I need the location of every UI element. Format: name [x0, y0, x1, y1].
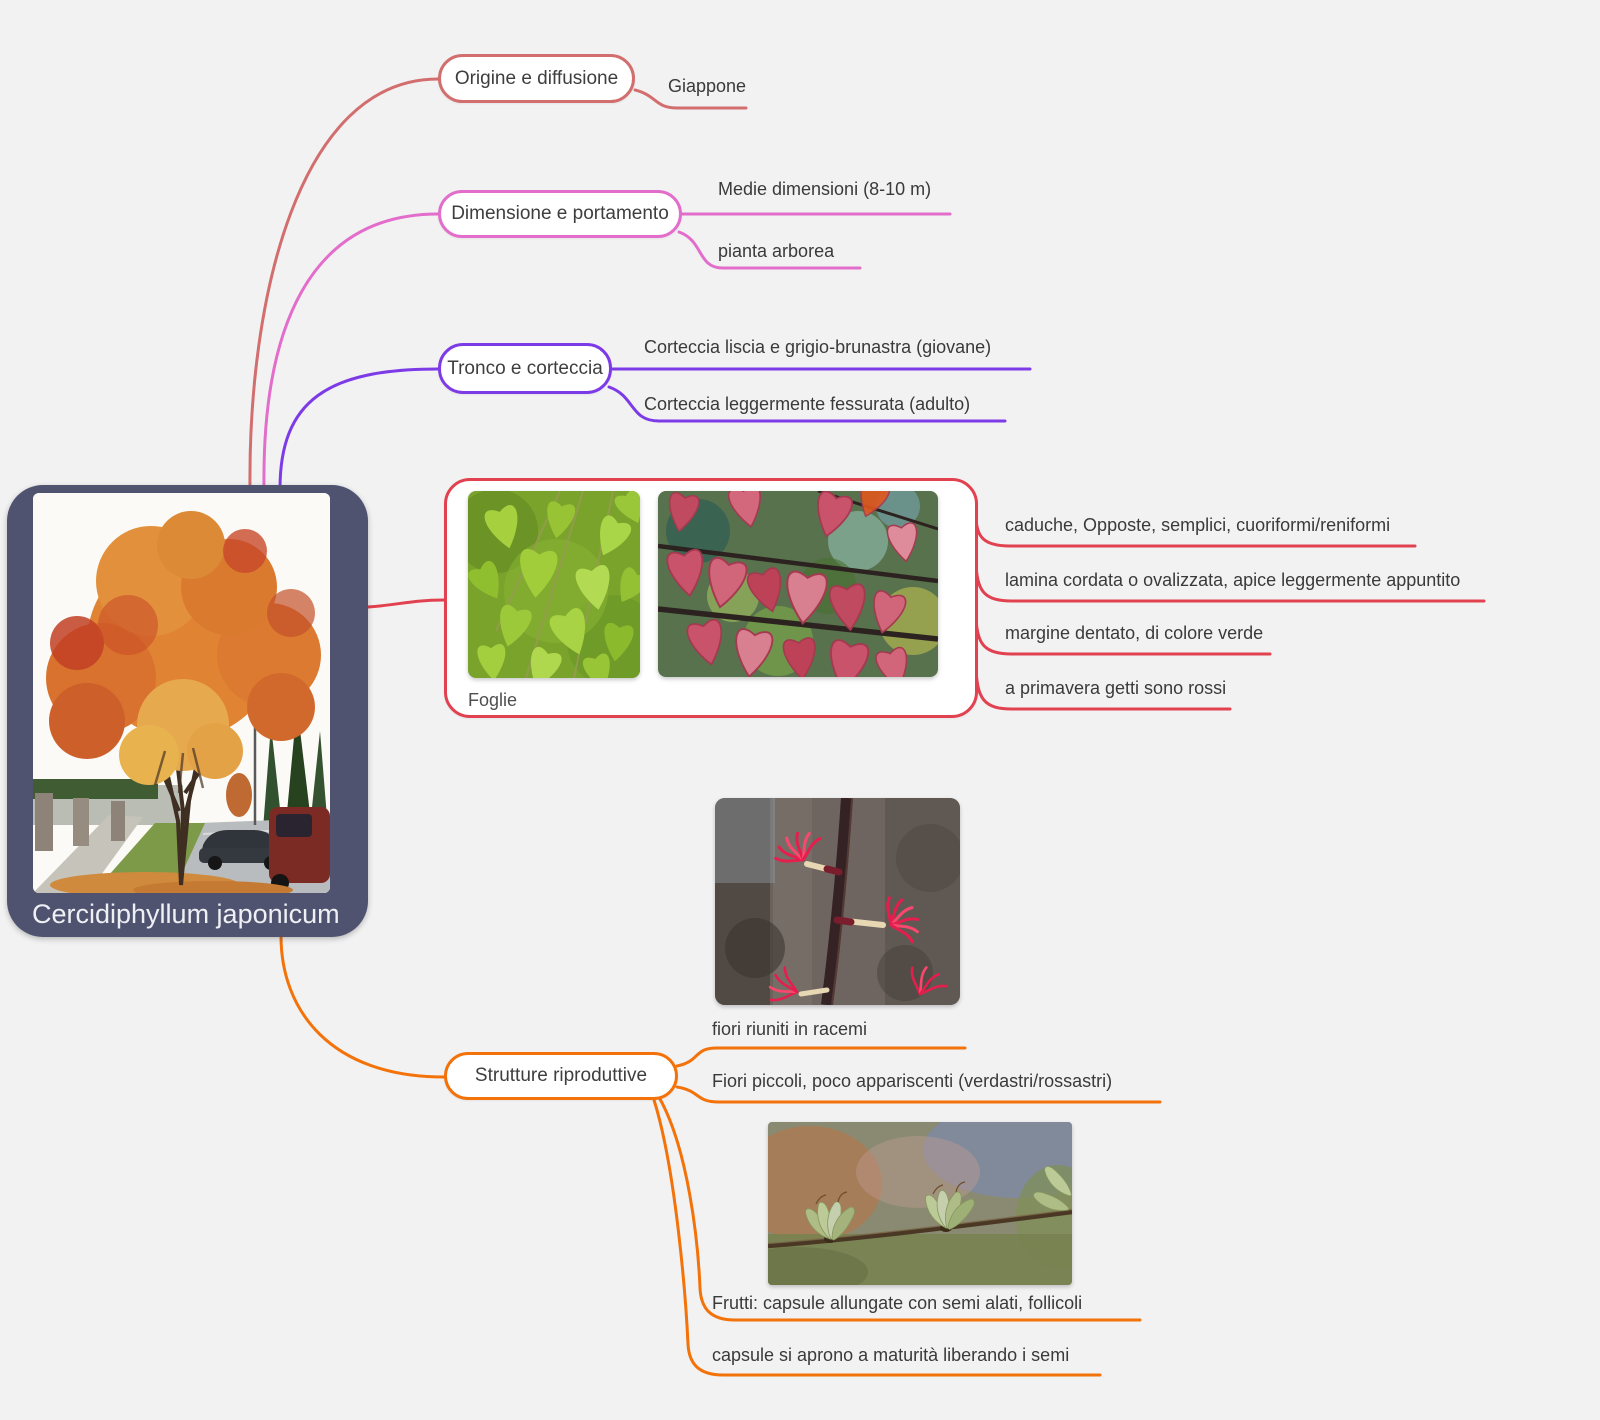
underline-giappone [633, 88, 748, 110]
node-origine-e-diffusione[interactable]: Origine e diffusione [438, 54, 635, 103]
child-margine[interactable]: margine dentato, di colore verde [1005, 623, 1264, 643]
tree-photo-illustration [33, 493, 330, 893]
green-leaves-photo[interactable] [468, 491, 640, 678]
autumn-red-leaves-photo[interactable] [658, 491, 938, 677]
root-tree-photo[interactable] [33, 493, 330, 893]
red-flowers-photo[interactable] [715, 798, 960, 1005]
connector-root-foglie [366, 598, 446, 609]
child-caduche[interactable]: caduche, Opposte, semplici, cuoriformi/r… [1005, 515, 1391, 535]
child-giappone[interactable]: Giappone [668, 76, 747, 96]
green-leaves-illustration [468, 491, 640, 678]
root-label: Cercidiphyllum japonicum [32, 899, 340, 929]
underline-fiori-piccoli [675, 1085, 1162, 1104]
node-label: Origine e diffusione [454, 67, 619, 89]
node-label: Tronco e corteccia [447, 357, 603, 379]
underline-fiori-riuniti [675, 1046, 967, 1068]
node-label: Dimensione e portamento [451, 203, 669, 224]
red-flowers-illustration [715, 798, 960, 1005]
green-seed-capsules-photo[interactable] [768, 1122, 1072, 1285]
node-label: Strutture riproduttive [474, 1065, 648, 1086]
child-frutti-capsule[interactable]: Frutti: capsule allungate con semi alati… [712, 1293, 1083, 1313]
root-node[interactable]: Cercidiphyllum japonicum [7, 485, 368, 937]
underline-capsule [652, 1098, 1102, 1377]
node-dimensione-e-portamento[interactable]: Dimensione e portamento [438, 190, 682, 238]
node-label-foglie: Foglie [468, 690, 518, 710]
node-strutture-riproduttive[interactable]: Strutture riproduttive [444, 1052, 678, 1100]
child-primavera[interactable]: a primavera getti sono rossi [1005, 678, 1227, 698]
underline-corteccia-fessurata [607, 385, 1007, 423]
seed-capsules-illustration [768, 1122, 1072, 1285]
connector-root-tronco [278, 367, 440, 491]
child-fiori-piccoli[interactable]: Fiori piccoli, poco appariscenti (verdas… [712, 1071, 1113, 1091]
connector-root-origine [248, 77, 440, 491]
underline-pianta-arborea [677, 230, 862, 270]
child-corteccia-liscia[interactable]: Corteccia liscia e grigio-brunastra (gio… [644, 337, 992, 357]
node-foglie[interactable]: Foglie [444, 478, 978, 718]
child-corteccia-fessurata[interactable]: Corteccia leggermente fessurata (adulto) [644, 394, 971, 414]
node-tronco-e-corteccia[interactable]: Tronco e corteccia [438, 343, 612, 394]
child-pianta-arborea[interactable]: pianta arborea [718, 241, 835, 261]
child-lamina[interactable]: lamina cordata o ovalizzata, apice legge… [1005, 570, 1461, 590]
child-medie-dimensioni[interactable]: Medie dimensioni (8-10 m) [718, 179, 932, 199]
red-leaves-illustration [658, 491, 938, 677]
child-capsule-maturita[interactable]: capsule si aprono a maturità liberando i… [712, 1345, 1070, 1365]
child-fiori-riuniti[interactable]: fiori riuniti in racemi [712, 1019, 868, 1039]
underline-frutti [658, 1097, 1142, 1322]
connector-root-strutture [279, 934, 446, 1079]
connector-root-dimensione [262, 212, 440, 491]
